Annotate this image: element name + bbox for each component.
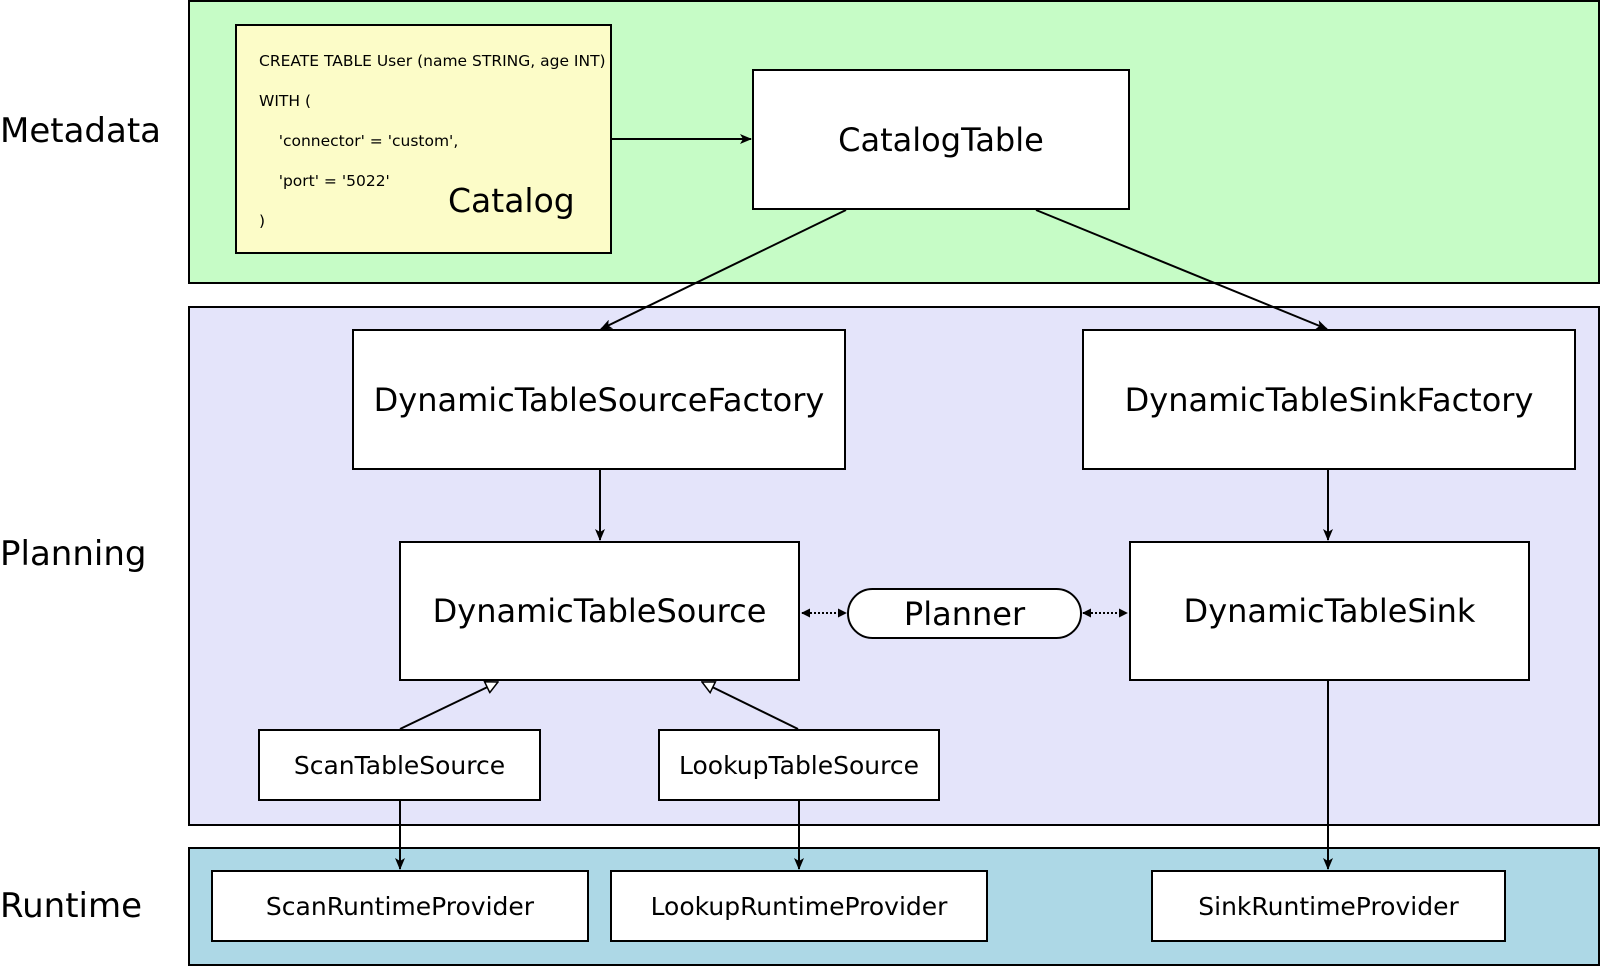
scan-source-node: ScanTableSource — [258, 729, 541, 801]
lookup-provider-node: LookupRuntimeProvider — [610, 870, 988, 942]
table-source-node: DynamicTableSource — [399, 541, 800, 681]
catalog-table-node: CatalogTable — [752, 69, 1130, 210]
planner-node: Planner — [847, 588, 1082, 639]
sql-line: 'port' = '5022' — [259, 172, 390, 190]
sql-line: 'connector' = 'custom', — [259, 132, 459, 150]
sql-line: CREATE TABLE User (name STRING, age INT) — [259, 52, 606, 70]
scan-provider-node: ScanRuntimeProvider — [211, 870, 589, 942]
metadata-layer-label: Metadata — [0, 111, 162, 151]
source-factory-node: DynamicTableSourceFactory — [352, 329, 846, 470]
sink-factory-node: DynamicTableSinkFactory — [1082, 329, 1576, 470]
sink-provider-node: SinkRuntimeProvider — [1151, 870, 1506, 942]
lookup-source-node: LookupTableSource — [658, 729, 940, 801]
sql-line: ) — [259, 212, 266, 230]
table-sink-node: DynamicTableSink — [1129, 541, 1530, 681]
catalog-title: Catalog — [448, 181, 575, 220]
catalog-box: CREATE TABLE User (name STRING, age INT)… — [235, 24, 612, 254]
planning-layer-label: Planning — [0, 534, 147, 574]
sql-line: WITH ( — [259, 92, 311, 110]
runtime-layer-label: Runtime — [0, 886, 143, 926]
